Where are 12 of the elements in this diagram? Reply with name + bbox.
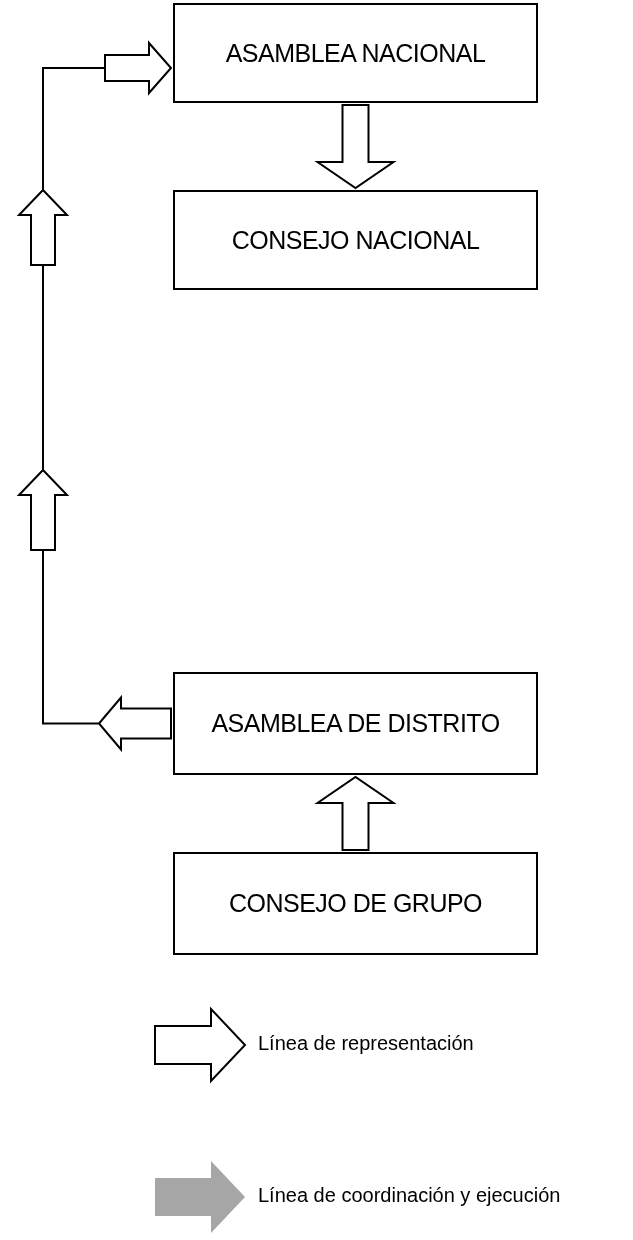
- box-label: ASAMBLEA NACIONAL: [225, 38, 486, 68]
- box-label: ASAMBLEA DE DISTRITO: [211, 709, 500, 738]
- legend-label: Línea de representación: [258, 1032, 474, 1055]
- block-arrow: [314, 775, 397, 851]
- block-arrow: [314, 104, 397, 190]
- org-box: [173, 190, 538, 290]
- legend-label: Línea de coordinación y ejecución: [258, 1184, 561, 1207]
- org-box: [173, 852, 538, 955]
- box-label: CONSEJO NACIONAL: [231, 225, 480, 255]
- org-box: [173, 672, 538, 775]
- box-label: CONSEJO DE GRUPO: [228, 889, 483, 918]
- org-box: [173, 3, 538, 103]
